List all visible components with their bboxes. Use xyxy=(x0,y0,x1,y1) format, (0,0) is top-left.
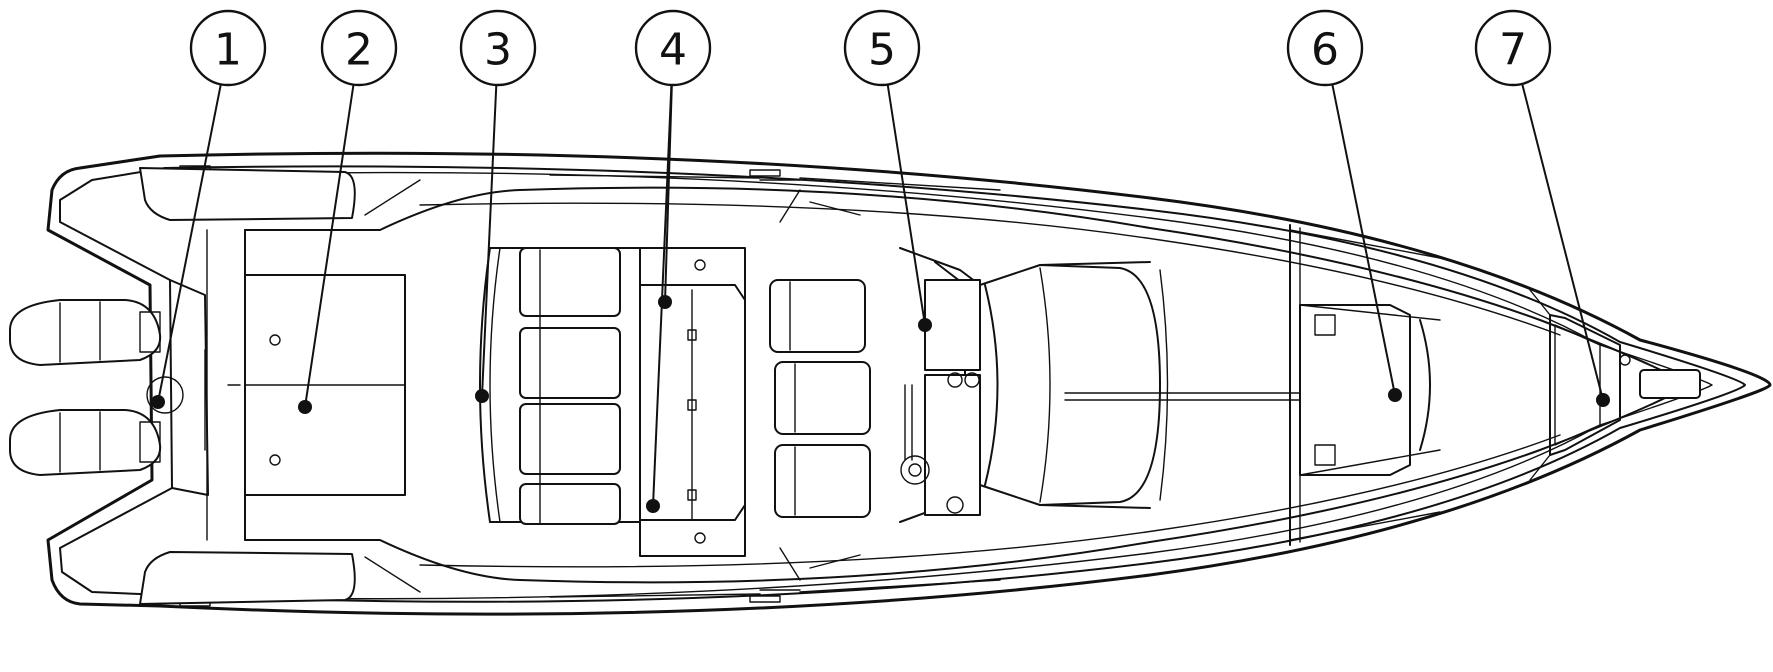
callout-1-number: 1 xyxy=(214,25,242,76)
callout-5-number: 5 xyxy=(868,25,896,76)
callout-6-leader-1 xyxy=(1331,84,1396,396)
callout-3-leader-1 xyxy=(481,84,498,397)
callout-7-leader-1 xyxy=(1521,83,1604,401)
callout-2-number: 2 xyxy=(345,25,373,76)
callout-3-circle xyxy=(459,9,537,87)
callout-1-dot-1 xyxy=(151,395,165,409)
helm-seats xyxy=(769,279,871,518)
callout-2-leader-1 xyxy=(304,84,355,408)
callout-4-leader-2 xyxy=(652,84,673,507)
callout-7-number: 7 xyxy=(1499,25,1527,76)
callout-5-dot-1 xyxy=(918,318,932,332)
callout-5-leader-1 xyxy=(886,84,926,326)
callout-4-circle xyxy=(634,9,712,87)
hull xyxy=(46,151,1772,616)
callout-3-dot-1 xyxy=(475,389,489,403)
callout-7-circle xyxy=(1474,9,1552,87)
callout-6-dot-1 xyxy=(1388,388,1402,402)
callout-4-dot-2 xyxy=(646,499,660,513)
aft-cockpit-deck xyxy=(227,274,406,496)
side-decks xyxy=(179,165,1691,607)
callout-4-dot-1 xyxy=(658,295,672,309)
callout-2-dot-1 xyxy=(298,400,312,414)
callout-5-circle xyxy=(843,9,921,87)
callout-6-circle xyxy=(1286,9,1364,87)
outboard-engines xyxy=(9,299,162,476)
bow-locker xyxy=(1529,289,1701,481)
callout-leaders xyxy=(151,83,1610,513)
callout-1-circle xyxy=(189,9,267,87)
callout-4-number: 4 xyxy=(659,25,687,76)
forward-deck xyxy=(779,189,1301,581)
callout-6-number: 6 xyxy=(1311,25,1339,76)
helm-console xyxy=(899,247,1161,523)
center-lounge xyxy=(639,247,746,557)
bow-lounge xyxy=(1299,304,1441,476)
callouts: 1 2 3 4 5 6 7 xyxy=(189,9,1552,87)
stern-quarters xyxy=(139,167,421,605)
callout-3-number: 3 xyxy=(484,25,512,76)
callout-7-dot-1 xyxy=(1596,393,1610,407)
callout-2-circle xyxy=(320,9,398,87)
callout-1-leader-1 xyxy=(157,84,222,403)
aft-bench xyxy=(479,247,641,525)
